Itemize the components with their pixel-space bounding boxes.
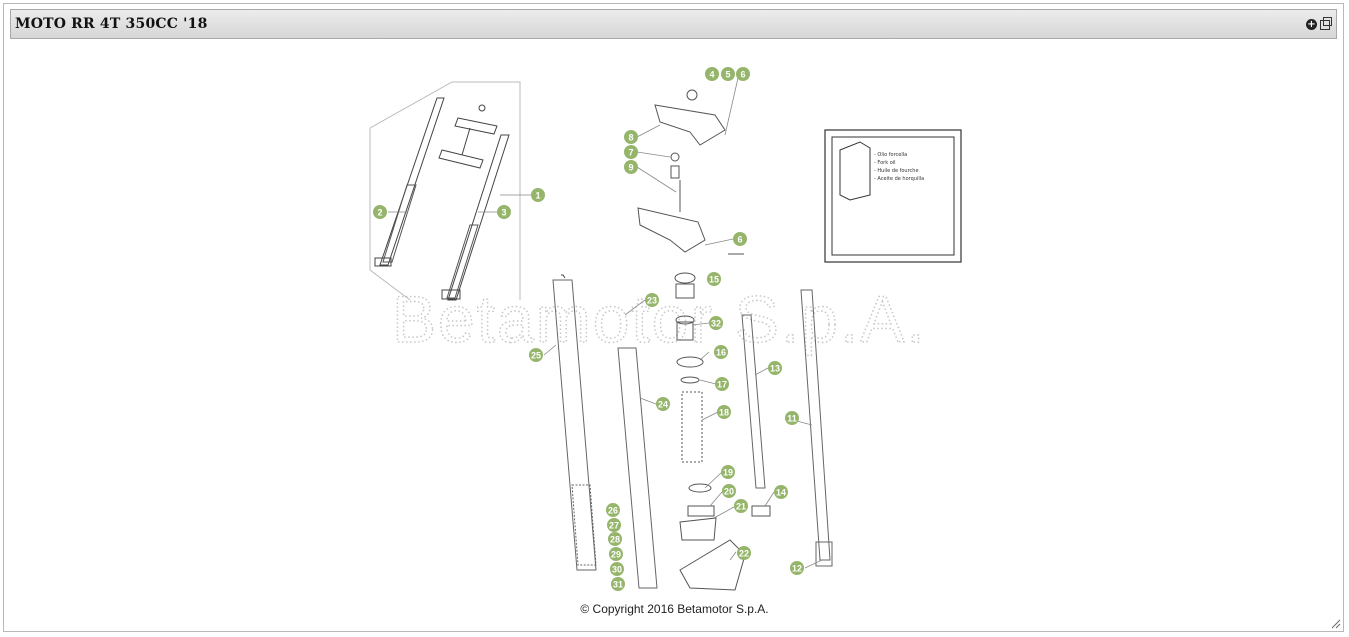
svg-text:19: 19 [723,468,733,478]
svg-text:31: 31 [613,580,623,590]
part-marker-19[interactable]: 19 [721,465,735,479]
part-marker-16[interactable]: 16 [714,345,728,359]
svg-text:6: 6 [737,235,742,245]
part-marker-30[interactable]: 30 [610,562,624,576]
oil-inset-box: - Olio forcella - Fork oil - Huile de fo… [824,129,962,263]
svg-text:4: 4 [709,70,714,80]
part-marker-23[interactable]: 23 [645,293,659,307]
svg-text:21: 21 [736,502,746,512]
panel-header: MOTO RR 4T 350CC '18 + [10,9,1337,39]
part-marker-31[interactable]: 31 [611,577,625,591]
svg-text:2: 2 [377,208,382,218]
part-marker-28[interactable]: 28 [608,532,622,546]
inset-line-4: - Aceite de horquilla [874,176,924,182]
part-marker-4[interactable]: 4 [705,67,719,81]
svg-text:6: 6 [740,70,745,80]
svg-text:14: 14 [776,488,786,498]
svg-text:11: 11 [787,414,797,424]
part-marker-2[interactable]: 2 [373,205,387,219]
part-marker-29[interactable]: 29 [609,547,623,561]
svg-text:13: 13 [770,364,780,374]
watermark-text: Betamotor S.p.A. [392,282,927,356]
plus-icon[interactable]: + [1306,19,1317,30]
part-marker-3[interactable]: 3 [497,205,511,219]
part-marker-9[interactable]: 9 [624,160,638,174]
part-marker-21[interactable]: 21 [734,499,748,513]
part-marker-1[interactable]: 1 [531,188,545,202]
inset-line-2: - Fork oil [874,160,896,166]
svg-text:32: 32 [711,319,721,329]
svg-text:17: 17 [717,380,727,390]
svg-text:16: 16 [716,348,726,358]
part-marker-5[interactable]: 5 [721,67,735,81]
fork-tubes-drawing [552,274,833,589]
part-marker-20[interactable]: 20 [722,484,736,498]
svg-text:28: 28 [610,535,620,545]
svg-text:22: 22 [739,549,749,559]
part-marker-11[interactable]: 11 [785,411,799,425]
svg-text:29: 29 [611,550,621,560]
window-icon[interactable] [1320,17,1332,30]
part-marker-24[interactable]: 24 [656,397,670,411]
part-marker-6b[interactable]: 6 [733,232,747,246]
copyright-text: © Copyright 2016 Betamotor S.p.A. [580,602,769,616]
svg-text:18: 18 [719,408,729,418]
header-icons: + [1306,17,1332,30]
svg-text:25: 25 [531,351,541,361]
svg-text:12: 12 [792,564,802,574]
part-marker-13[interactable]: 13 [768,361,782,375]
svg-text:20: 20 [724,487,734,497]
part-marker-18[interactable]: 18 [717,405,731,419]
part-marker-22[interactable]: 22 [737,546,751,560]
svg-text:30: 30 [612,565,622,575]
svg-text:7: 7 [628,148,633,158]
svg-text:15: 15 [709,275,719,285]
part-marker-25[interactable]: 25 [529,348,543,362]
svg-text:9: 9 [628,163,633,173]
resize-handle-icon[interactable] [1331,619,1341,629]
svg-text:1: 1 [535,191,540,201]
part-marker-15[interactable]: 15 [707,272,721,286]
svg-text:3: 3 [501,208,506,218]
part-marker-8[interactable]: 8 [624,130,638,144]
part-marker-26[interactable]: 26 [606,503,620,517]
steering-head-drawing [637,89,771,591]
part-marker-7[interactable]: 7 [624,145,638,159]
svg-text:27: 27 [609,521,619,531]
part-marker-12[interactable]: 12 [790,561,804,575]
part-marker-6[interactable]: 6 [736,67,750,81]
part-marker-32[interactable]: 32 [709,316,723,330]
part-marker-14[interactable]: 14 [774,485,788,499]
svg-text:24: 24 [658,400,668,410]
part-marker-27[interactable]: 27 [607,518,621,532]
inset-line-1: - Olio forcella [874,152,907,158]
fork-assembly-drawing [369,81,521,301]
leader-lines [388,77,823,569]
panel-title: MOTO RR 4T 350CC '18 [15,16,208,32]
part-markers: 1 2 3 4 5 6 7 8 9 6 15 23 32 16 17 18 13… [373,67,804,591]
inset-line-3: - Huile de fourche [874,168,919,174]
part-marker-17[interactable]: 17 [715,377,729,391]
svg-text:5: 5 [725,70,730,80]
svg-text:26: 26 [608,506,618,516]
svg-text:23: 23 [647,296,657,306]
svg-text:8: 8 [628,133,633,143]
